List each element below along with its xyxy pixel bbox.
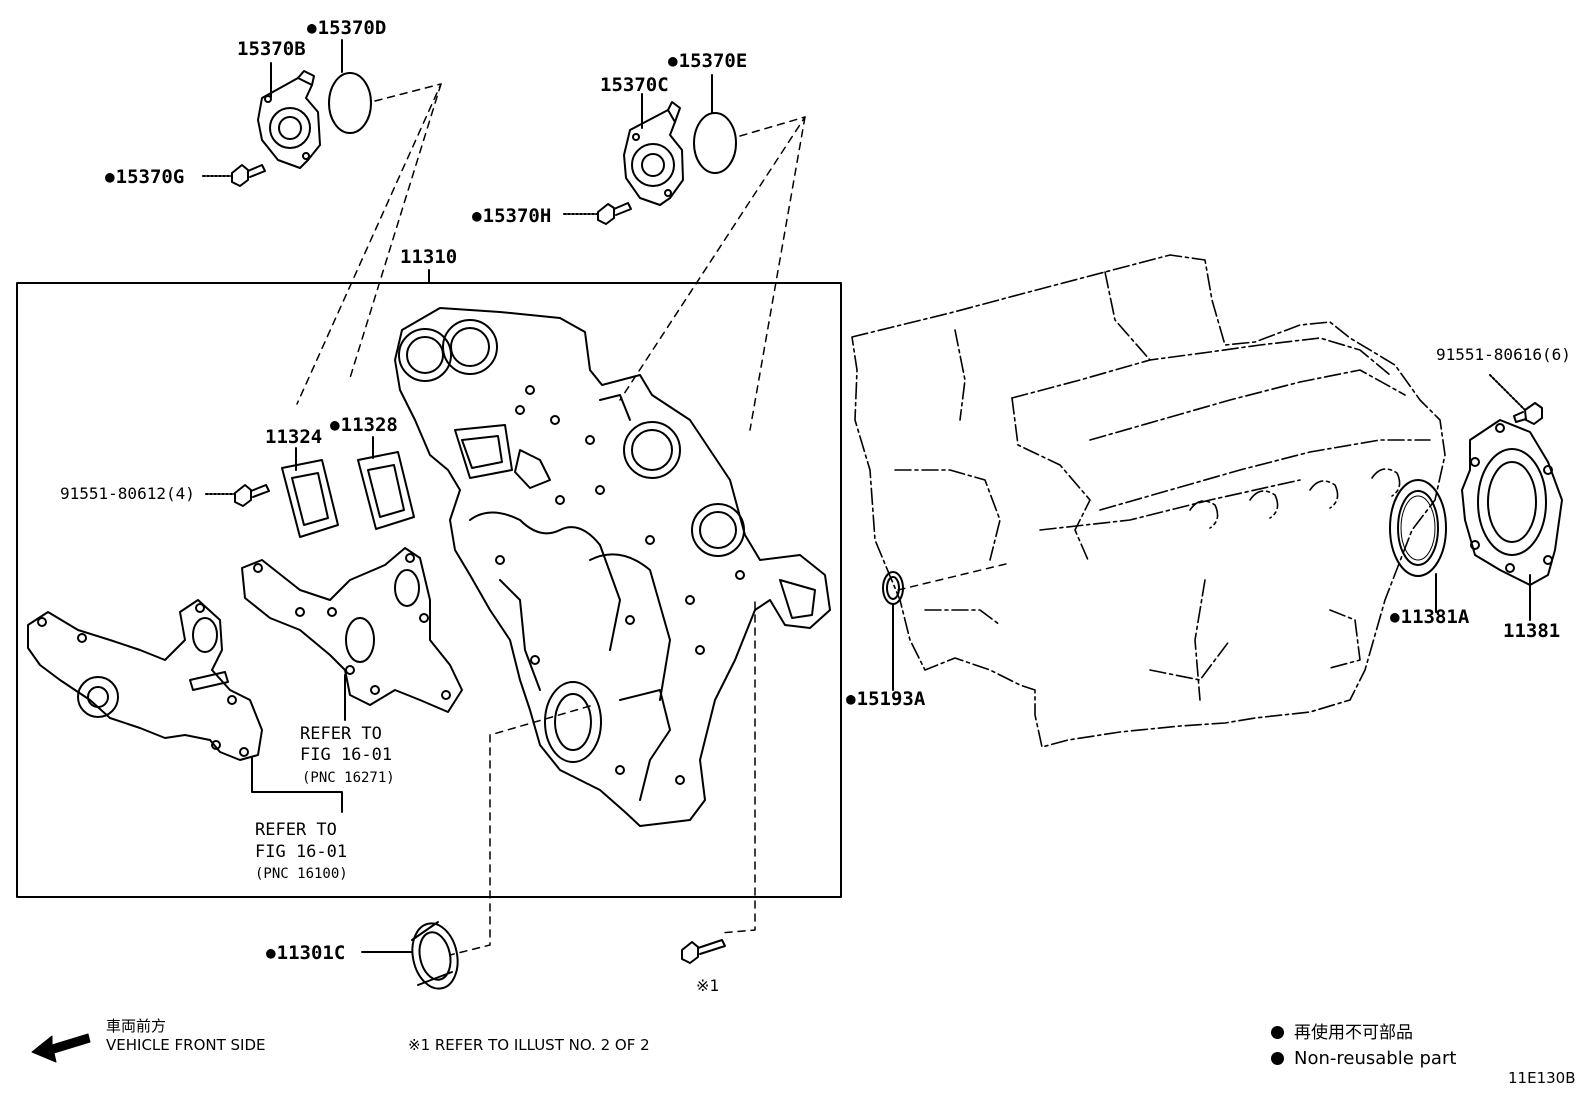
label-15370e: 15370E: [668, 50, 748, 73]
legend-dot-icon: [1271, 1026, 1284, 1039]
label-15370c: 15370C: [600, 74, 669, 96]
bolt-15370h: [563, 202, 632, 225]
bolt-91551-80616: [1489, 374, 1543, 425]
bolt-91551-80612: [205, 484, 270, 507]
label-11301c: 11301C: [266, 942, 346, 965]
front-side-jp: 車両前方: [106, 1017, 167, 1035]
label-ref-mark-1: ※1: [696, 976, 720, 995]
thermostat-housing-15370c: [623, 101, 684, 206]
label-11381: 11381: [1503, 620, 1561, 642]
front-side-en: VEHICLE FRONT SIDE: [106, 1036, 266, 1054]
refer-a-line2: FIG 16-01: [300, 745, 393, 765]
figure-id: 11E130B: [1508, 1069, 1576, 1087]
label-15370g: 15370G: [105, 166, 185, 189]
legend-en: Non-reusable part: [1271, 1049, 1456, 1069]
legend-dot-icon: [1271, 1052, 1284, 1065]
refer-b-line3: (PNC 16100): [255, 866, 348, 882]
water-pump-gasket: [241, 547, 463, 713]
oil-seal-11381a: [1389, 479, 1447, 577]
label-15370d: 15370D: [307, 17, 387, 40]
gasket-11324: [281, 459, 339, 538]
reference-note: ※1 REFER TO ILLUST NO. 2 OF 2: [408, 1036, 650, 1054]
seal-15193a: [882, 571, 904, 605]
label-15193a: 15193A: [846, 688, 926, 711]
assembly-frame: [16, 282, 842, 898]
label-11328: 11328: [330, 414, 398, 437]
o-ring-15370d: [328, 72, 372, 134]
label-11324: 11324: [265, 426, 323, 448]
refer-a-line3: (PNC 16271): [302, 770, 395, 786]
leader-refer-b: [251, 757, 343, 813]
label-15370b: 15370B: [237, 38, 306, 60]
label-11381a: 11381A: [1390, 606, 1470, 629]
refer-a-line1: REFER TO: [300, 724, 382, 744]
timing-chain-cover: [394, 307, 831, 827]
label-15370h: 15370H: [472, 205, 552, 228]
label-91551-80612: 91551-80612(4): [60, 484, 195, 503]
legend-jp-text: 再使用不可部品: [1294, 1023, 1413, 1043]
label-11310: 11310: [400, 246, 458, 268]
o-ring-15370e: [693, 112, 737, 174]
gasket-11328: [357, 451, 415, 530]
refer-b-line1: REFER TO: [255, 820, 337, 840]
thermostat-housing-15370b: [257, 70, 321, 169]
oil-seal-retainer-11381: [1461, 419, 1563, 586]
bolt-ref-1: [681, 939, 726, 964]
engine-block: [851, 254, 1446, 748]
water-pump: [27, 599, 263, 761]
oil-seal-11301c: [411, 921, 459, 990]
label-91551-80616: 91551-80616(6): [1436, 345, 1571, 364]
bolt-15370g: [202, 164, 266, 187]
front-arrow-icon: [31, 1033, 91, 1063]
legend-jp: 再使用不可部品: [1271, 1023, 1413, 1043]
projection-lines: [296, 83, 1011, 956]
legend-en-text: Non-reusable part: [1294, 1048, 1457, 1069]
refer-b-line2: FIG 16-01: [255, 842, 348, 862]
